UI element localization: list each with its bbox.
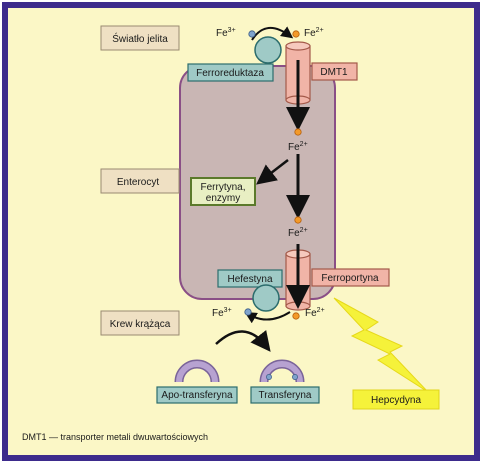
ferroportin-label: Ferroportyna (321, 273, 379, 284)
ferroreductase-circle (254, 36, 282, 64)
arrow-to-ferritin (256, 159, 289, 185)
transferrin-box: Transferyna (250, 386, 320, 404)
ferroreductase-label: Ferroreduktaza (196, 68, 264, 79)
hepcidin-box: Hepcydyna (352, 389, 440, 410)
fe2-ion-top (292, 30, 300, 38)
apo-transferrin-label: Apo-transferyna (161, 390, 233, 401)
ferritin-label-line1: Ferrytyna, (200, 182, 245, 193)
ferroreductase-box: Ferroreduktaza (187, 63, 274, 82)
enterocyte-label: Enterocyt (117, 177, 159, 188)
gut-lumen-label-box: Światło jelita (100, 25, 180, 51)
transferrin-shape (261, 361, 303, 383)
blood-label-box: Krew krążąca (100, 310, 180, 336)
fe3-ion-bottom (244, 308, 252, 316)
ferritin-box: Ferrytyna, enzymy (190, 177, 256, 206)
fe2-ion-bottom (292, 312, 300, 320)
fe2-mid2-label: Fe2+ (288, 227, 308, 239)
hephaestin-circle (252, 284, 280, 312)
gut-lumen-label: Światło jelita (112, 32, 168, 45)
footnote: DMT1 — transporter metali dwuwartościowy… (22, 432, 208, 442)
ferritin-label-line2: enzymy (206, 193, 240, 204)
transferrin-iron-left (266, 374, 272, 380)
hephaestin-label: Hefestyna (227, 274, 272, 285)
transferrin-label: Transferyna (259, 390, 312, 401)
fe2-mid1-label: Fe2+ (288, 141, 308, 153)
fe3-ion-top (248, 30, 256, 38)
ferroportin-box: Ferroportyna (311, 268, 390, 287)
oxidation-arrow (244, 311, 291, 324)
apo-transferrin-shape (176, 361, 218, 383)
hephaestin-box: Hefestyna (217, 269, 283, 288)
binding-arrow (215, 329, 271, 352)
apo-transferrin-box: Apo-transferyna (156, 386, 238, 404)
fe2-top-label: Fe2+ (304, 27, 324, 39)
fe2-ion-mid2 (294, 216, 302, 224)
blood-label: Krew krążąca (110, 319, 171, 330)
dmt1-box: DMT1 (311, 62, 358, 81)
hepcidin-label: Hepcydyna (371, 395, 421, 406)
fe2-bottom-label: Fe2+ (305, 307, 325, 319)
fe3-top-label: Fe3+ (216, 27, 236, 39)
reduction-arrow (251, 26, 294, 41)
enterocyte-label-box: Enterocyt (100, 168, 180, 194)
fe3-bottom-label: Fe3+ (212, 307, 232, 319)
transferrin-iron-right (292, 374, 298, 380)
dmt1-label: DMT1 (320, 67, 348, 78)
fe2-ion-mid1 (294, 128, 302, 136)
